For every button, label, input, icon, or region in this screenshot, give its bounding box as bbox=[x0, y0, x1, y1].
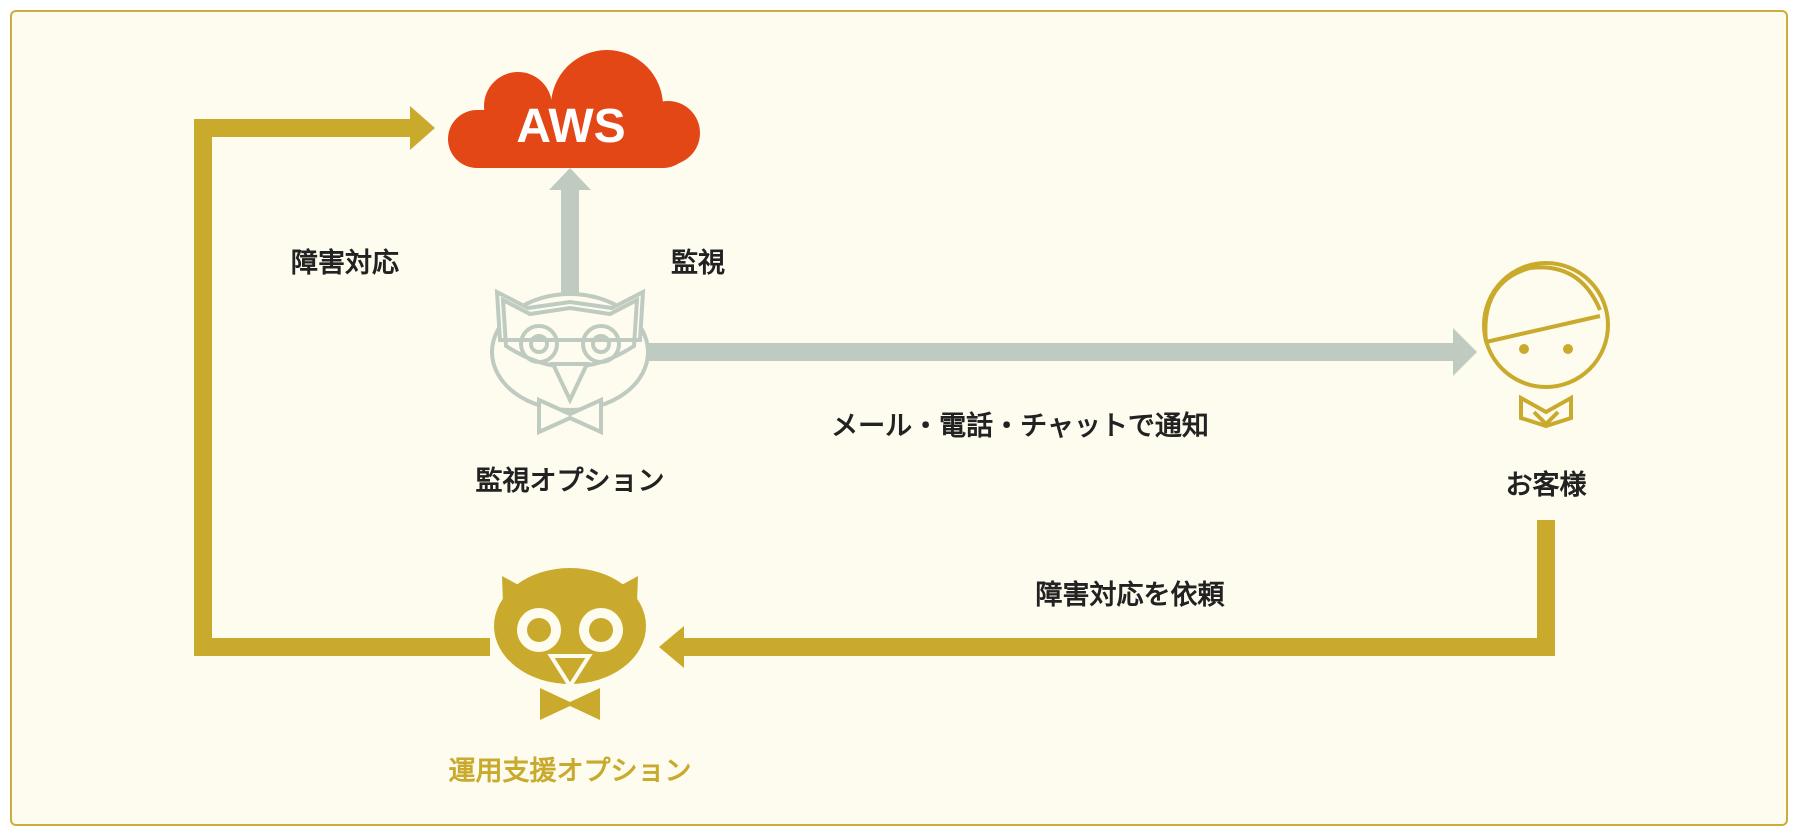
request-arrowhead bbox=[659, 626, 684, 668]
notify-arrow-line bbox=[645, 343, 1463, 361]
incident-response-arrow-line bbox=[194, 119, 490, 656]
edge-label-notify: メール・電話・チャットで通知 bbox=[831, 410, 1209, 442]
monitor-arrow-line bbox=[561, 186, 579, 294]
diagram-frame bbox=[10, 10, 1788, 826]
edge-label-monitor: 監視 bbox=[671, 248, 725, 279]
owl-solid-icon bbox=[494, 568, 646, 720]
node-label-customer: お客様 bbox=[1506, 469, 1588, 501]
notify-arrowhead bbox=[1453, 328, 1477, 376]
owl-outline-icon bbox=[490, 288, 650, 436]
aws-label: AWS bbox=[516, 100, 625, 153]
edge-label-request: 障害対応を依頼 bbox=[1036, 579, 1226, 611]
person-icon bbox=[1482, 261, 1610, 429]
cloud-icon bbox=[448, 50, 700, 168]
monitor-arrowhead bbox=[549, 168, 591, 190]
incident-response-arrowhead bbox=[410, 106, 435, 150]
node-label-operations: 運用支援オプション bbox=[449, 756, 692, 787]
request-arrow-line bbox=[683, 520, 1555, 656]
edge-label-incident: 障害対応 bbox=[291, 247, 399, 279]
node-label-monitoring: 監視オプション bbox=[476, 466, 665, 497]
